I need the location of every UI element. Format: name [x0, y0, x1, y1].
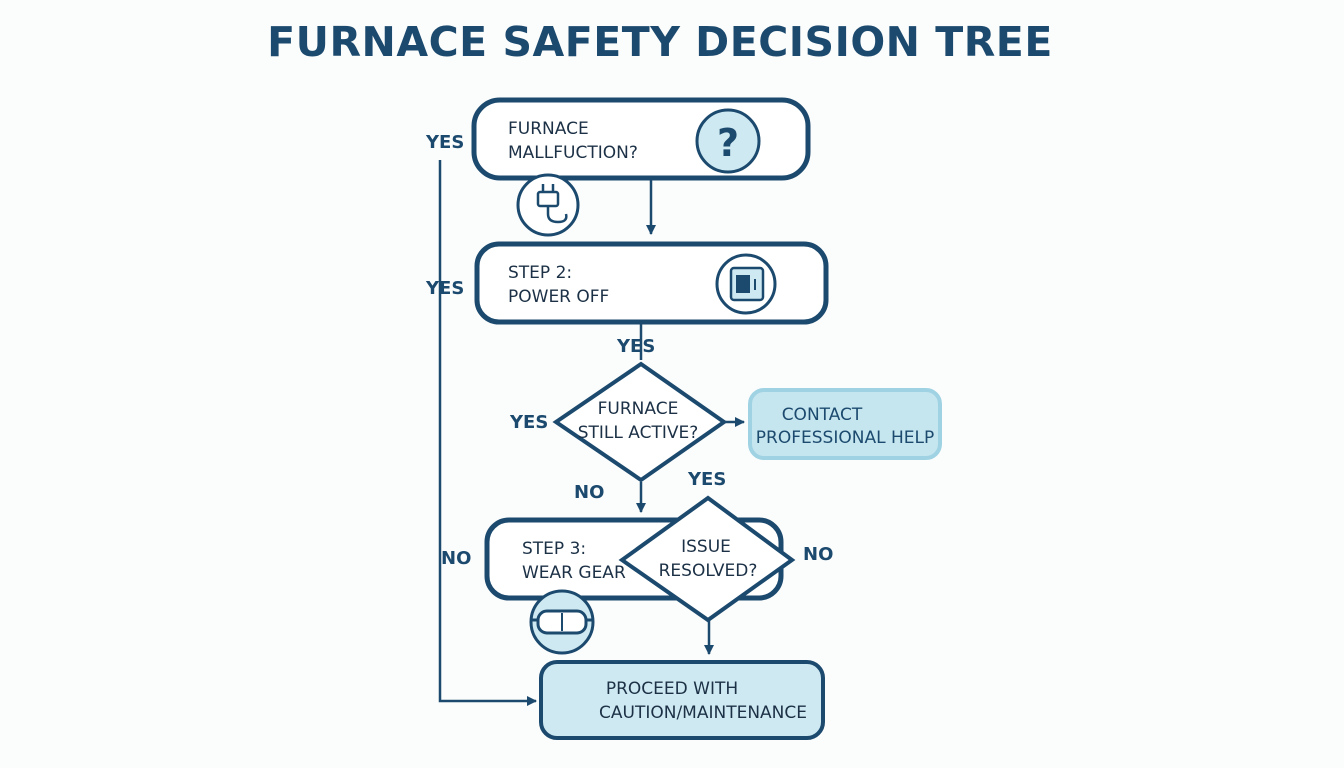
label-resolved-no: NO — [803, 544, 833, 565]
question-icon: ? — [695, 108, 761, 174]
label-diamond-no: NO — [574, 482, 604, 503]
svg-text:?: ? — [717, 121, 739, 165]
breaker-panel-icon — [715, 253, 777, 315]
label-resolved-yes: YES — [687, 469, 726, 490]
node-wear-gear-line1: STEP 3: — [522, 539, 586, 559]
node-proceed-caution-line1: PROCEED WITH — [606, 679, 738, 699]
node-contact-help: CONTACT PROFESSIONAL HELP — [748, 388, 942, 460]
node-proceed-caution: PROCEED WITH CAUTION/MAINTENANCE — [539, 660, 825, 740]
node-issue-resolved: ISSUE RESOLVED? — [618, 495, 796, 623]
label-below-power-yes: YES — [616, 336, 655, 357]
node-furnace-still-active-line2: STILL ACTIVE? — [578, 423, 699, 443]
edge-left-rail-to-proceed — [438, 160, 537, 706]
node-furnace-still-active: FURNACE STILL ACTIVE? — [552, 361, 728, 483]
node-furnace-malfunction-line1: FURNACE — [508, 119, 589, 139]
node-proceed-caution-box — [539, 660, 825, 740]
node-proceed-caution-line2: CAUTION/MAINTENANCE — [599, 703, 807, 723]
label-left-yes-mid: YES — [425, 278, 464, 299]
node-power-off-line1: STEP 2: — [508, 263, 572, 283]
node-furnace-malfunction-line2: MALLFUCTION? — [508, 143, 638, 163]
edge-labels: YES YES YES YES NO YES NO NO — [425, 132, 833, 569]
node-issue-resolved-line1: ISSUE — [681, 537, 731, 557]
node-power-off: STEP 2: POWER OFF — [474, 241, 829, 325]
diagram-title: FURNACE SAFETY DECISION TREE — [267, 18, 1053, 66]
node-contact-help-line2: PROFESSIONAL HELP — [756, 428, 934, 448]
label-diamond-left-yes: YES — [509, 412, 548, 433]
node-contact-help-line1: CONTACT — [782, 405, 863, 425]
goggles-icon — [529, 589, 595, 655]
node-furnace-still-active-line1: FURNACE — [598, 399, 679, 419]
label-left-yes-top: YES — [425, 132, 464, 153]
node-furnace-still-active-diamond — [552, 361, 728, 483]
node-contact-help-box — [748, 388, 942, 460]
node-furnace-malfunction: FURNACE MALLFUCTION? ? — [471, 97, 811, 181]
plug-icon — [516, 173, 580, 237]
node-power-off-line2: POWER OFF — [508, 287, 609, 307]
node-issue-resolved-diamond — [618, 495, 796, 623]
label-left-no: NO — [441, 548, 471, 569]
node-wear-gear-line2: WEAR GEAR — [522, 563, 626, 583]
node-issue-resolved-line2: RESOLVED? — [659, 561, 758, 581]
